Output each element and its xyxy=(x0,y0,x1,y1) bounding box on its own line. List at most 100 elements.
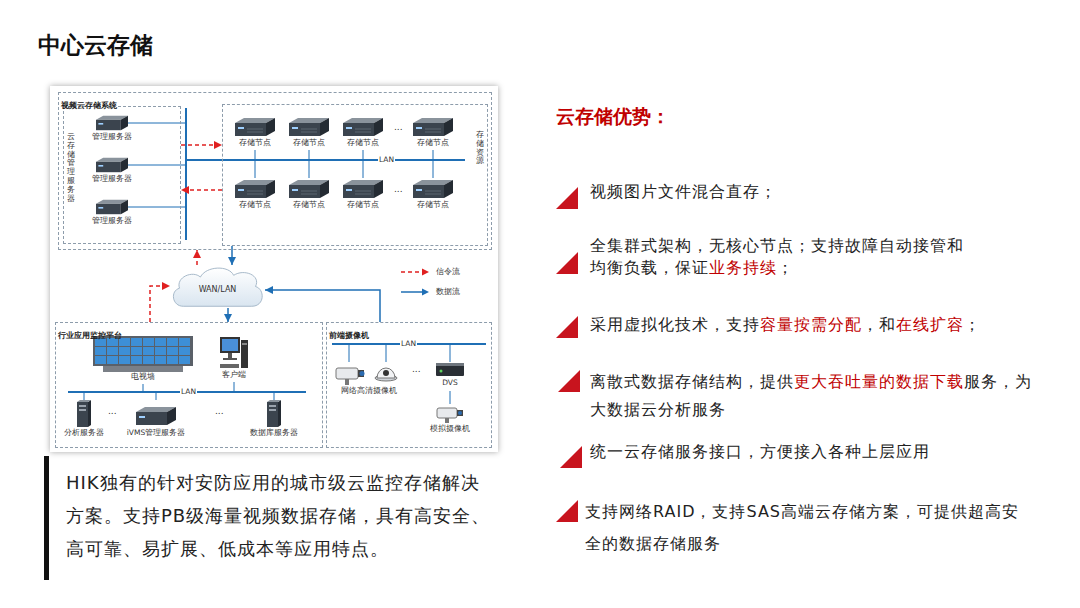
bullet-segment: 统一云存储服务接口，方便接入各种上层应用 xyxy=(590,442,930,461)
page-title: 中心云存储 xyxy=(38,30,153,61)
bus-label: LAN xyxy=(400,339,417,349)
bullet-segment: ，和 xyxy=(862,315,896,334)
device-label: 存储节点 xyxy=(284,138,334,148)
legend-item: 数据流 xyxy=(400,286,460,298)
legend-sample xyxy=(400,287,430,297)
ellipsis-label: ... xyxy=(411,364,422,374)
network-cloud: WAN/LAN xyxy=(170,265,265,308)
highlight-text: 在线扩容 xyxy=(896,315,964,334)
signal-flow-arrow xyxy=(181,189,222,191)
ellipsis-label: ... xyxy=(107,406,118,416)
bullet-text: 采用虚拟化技术，支持容量按需分配，和在线扩容； xyxy=(590,314,1050,336)
legend-text: 信令流 xyxy=(436,267,460,277)
storage-icon xyxy=(413,178,453,200)
client-pc: 客户端 xyxy=(212,334,256,380)
bullet-segment: ； xyxy=(777,258,794,277)
device-label: 管理服务器 xyxy=(86,132,138,142)
highlight-text: 业务持续 xyxy=(709,258,777,277)
bullet-text: 统一云存储服务接口，方便接入各种上层应用 xyxy=(590,441,1050,463)
bullet-segment: 视频图片文件混合直存； xyxy=(590,182,777,201)
network-camera: 网络高清摄像机 xyxy=(332,362,406,396)
storage-group: 存储资源存储节点存储节点存储节点存储节点存储节点存储节点存储节点存储节点 xyxy=(222,104,488,246)
group-title: 视频云存储系统 xyxy=(59,100,119,112)
pc-icon xyxy=(219,334,249,370)
analog-camera: 模拟摄像机 xyxy=(424,404,476,434)
storage-icon xyxy=(289,116,329,138)
device-label: 存储节点 xyxy=(338,138,388,148)
storage-node: 存储节点 xyxy=(230,178,280,210)
device-label: iVMS管理服务器 xyxy=(116,428,196,438)
analysis-server: 分析服务器 xyxy=(60,400,108,438)
bullet-segment: ； xyxy=(964,315,981,334)
storage-node: 存储节点 xyxy=(284,178,334,210)
cloud-label: WAN/LAN xyxy=(199,285,237,294)
device-label: DVS xyxy=(430,378,470,388)
legend-sample xyxy=(400,267,430,277)
bullet-text: 全集群式架构，无核心节点；支持故障自动接管和均衡负载，保证业务持续； xyxy=(590,235,970,279)
data-flow-arrow xyxy=(231,246,233,265)
device-label: 存储节点 xyxy=(408,200,458,210)
server-icon xyxy=(96,198,128,216)
storage-node: 存储节点 xyxy=(408,178,458,210)
advantage-heading: 云存储优势： xyxy=(556,104,670,130)
vertical-label: 存储资源 xyxy=(476,131,484,166)
device-label: 存储节点 xyxy=(230,138,280,148)
device-label: 存储节点 xyxy=(338,200,388,210)
server-icon xyxy=(96,114,128,132)
storage-node: 存储节点 xyxy=(284,116,334,148)
ellipsis-label: ... xyxy=(214,406,225,416)
device-label: 网络高清摄像机 xyxy=(332,386,406,396)
storage-node: 存储节点 xyxy=(408,116,458,148)
device-label: 电视墙 xyxy=(86,372,200,382)
highlight-text: 更大吞吐量的数据下载 xyxy=(794,372,964,391)
tower-icon xyxy=(266,400,282,428)
storage-node: 存储节点 xyxy=(338,178,388,210)
bullet-triangle xyxy=(560,446,582,468)
storage-icon xyxy=(235,178,275,200)
server-icon xyxy=(96,156,128,174)
ivms-server: iVMS管理服务器 xyxy=(116,400,196,438)
tv-icon xyxy=(93,336,193,372)
bullet-triangle xyxy=(556,316,578,338)
caption-bar xyxy=(44,456,49,580)
storage-icon xyxy=(289,178,329,200)
platform-group: 行业应用监控平台电视墙客户端分析服务器iVMS管理服务器数据库服务器 xyxy=(55,322,323,448)
bus-label: LAN xyxy=(378,155,395,165)
storage-node: 存储节点 xyxy=(338,116,388,148)
cams-icon xyxy=(334,362,404,386)
management-group: 云存储管理服务器管理服务器管理服务器管理服务器 xyxy=(63,106,181,244)
bullet-segment: 离散式数据存储结构，提供 xyxy=(590,372,794,391)
caption-text: HIK独有的针对安防应用的城市级云监控存储解决方案。支持PB级海量视频数据存储，… xyxy=(66,466,498,565)
vertical-label: 云存储管理服务器 xyxy=(67,133,75,203)
storage-icon xyxy=(343,116,383,138)
dvs-icon xyxy=(435,362,465,378)
bullet-triangle xyxy=(556,252,578,274)
legend-item: 信令流 xyxy=(400,266,460,278)
bullet-text: 视频图片文件混合直存； xyxy=(590,181,1050,203)
bullet-segment: 支持网络RAID，支持SAS高端云存储方案，可提供超高安全的数据存储服务 xyxy=(585,502,1019,553)
storage-icon xyxy=(343,178,383,200)
ellipsis-label: ... xyxy=(393,122,404,132)
device-label: 客户端 xyxy=(212,370,256,380)
signal-flow-arrow xyxy=(181,144,222,146)
dvs-device: DVS xyxy=(430,362,470,388)
device-label: 模拟摄像机 xyxy=(424,424,476,434)
device-label: 管理服务器 xyxy=(86,216,138,226)
highlight-text: 容量按需分配 xyxy=(760,315,862,334)
tower-icon xyxy=(76,400,92,428)
group-title: 行业应用监控平台 xyxy=(56,330,124,342)
flat-icon xyxy=(136,400,176,428)
bus-label: LAN xyxy=(180,387,197,397)
storage-icon xyxy=(235,116,275,138)
data-flow-arrow xyxy=(227,308,229,322)
ellipsis-label: ... xyxy=(393,184,404,194)
bullet-triangle xyxy=(556,500,578,522)
device-label: 存储节点 xyxy=(230,200,280,210)
management-server: 管理服务器 xyxy=(86,198,138,226)
device-label: 分析服务器 xyxy=(60,428,108,438)
bullet-triangle xyxy=(556,187,578,209)
video-wall: 电视墙 xyxy=(86,336,200,382)
bullet-text: 支持网络RAID，支持SAS高端云存储方案，可提供超高安全的数据存储服务 xyxy=(585,496,1030,560)
bullet-segment: 采用虚拟化技术，支持 xyxy=(590,315,760,334)
